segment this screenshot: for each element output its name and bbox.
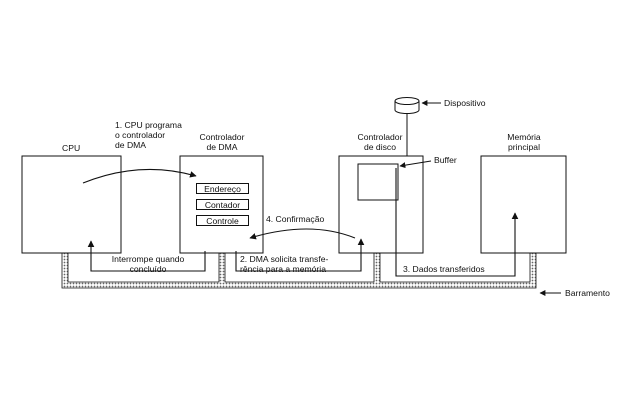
- step4-arrow: [249, 228, 356, 240]
- register-count: Contador: [196, 199, 249, 210]
- cpu-label: CPU: [62, 143, 81, 153]
- step2-arrow: [235, 238, 365, 272]
- step4-label: 4. Confirmação: [266, 214, 325, 224]
- interrupt-arrow: [87, 240, 206, 272]
- register-address: Endereço: [196, 183, 249, 194]
- step2-label: 2. DMA solicita transfe- rência para a m…: [240, 254, 329, 274]
- step3-arrow: [395, 168, 519, 277]
- step1-label: 1. CPU programa o controlador de DMA: [115, 120, 182, 150]
- main-memory-block: [480, 155, 567, 254]
- step3-label: 3. Dados transferidos: [403, 264, 485, 274]
- disk-controller-label: Controlador de disco: [357, 132, 403, 152]
- step1-arrow: [82, 168, 197, 184]
- device-label: Dispositivo: [444, 98, 486, 108]
- register-control: Controle: [196, 215, 249, 226]
- cpu-block: [21, 155, 122, 254]
- main-memory-label: Memória principal: [507, 132, 541, 152]
- buffer-label: Buffer: [434, 155, 457, 165]
- buffer-block: [357, 163, 399, 201]
- dma-controller-label: Controlador de DMA: [199, 132, 245, 152]
- bus-label: Barramento: [565, 288, 610, 298]
- disk-device-icon: [394, 97, 420, 114]
- buffer-label-pointer: [399, 160, 432, 169]
- interrupt-label: Interrompe quando concluído: [111, 254, 185, 274]
